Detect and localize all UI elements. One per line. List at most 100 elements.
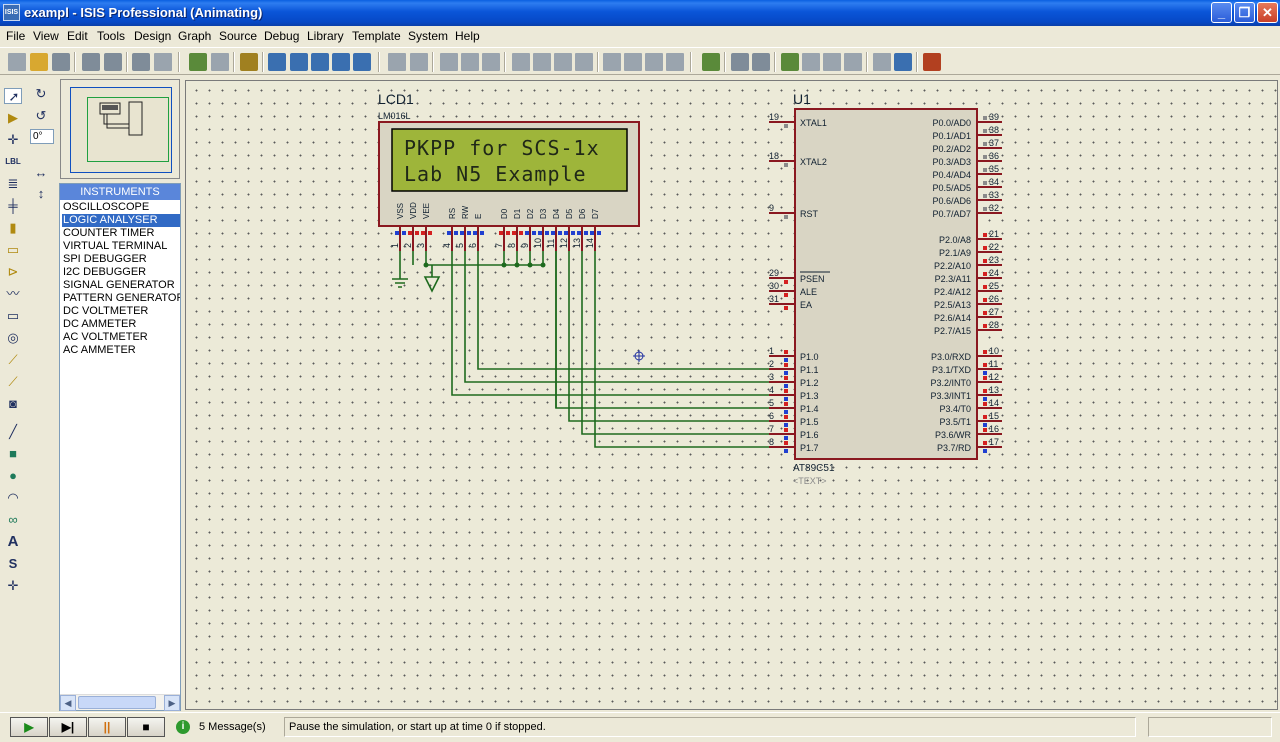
redo-icon[interactable] [410,53,428,71]
export-icon[interactable] [104,53,122,71]
messages-info-icon[interactable]: i [176,720,190,734]
cut-icon[interactable] [440,53,458,71]
rotate-clockwise-icon[interactable]: ↻ [35,86,47,101]
block-rotate-icon[interactable] [554,53,572,71]
mirror-horizontal-icon[interactable]: ↔ [34,165,48,180]
wire-label-icon[interactable]: LBL [5,157,21,166]
graph-mode-icon[interactable]: 〰 [6,286,20,301]
block-move-icon[interactable] [533,53,551,71]
tape-recorder-icon[interactable]: ▭ [6,308,20,323]
menu-file[interactable]: File [6,29,26,43]
pan-icon[interactable] [268,53,286,71]
scroll-thumb[interactable] [78,696,156,709]
wire-autorouter-icon[interactable] [702,53,720,71]
bill-of-materials-icon[interactable] [844,53,862,71]
instrument-item[interactable]: PATTERN GENERATOR [63,292,180,304]
menu-design[interactable]: Design [134,29,172,43]
play-button[interactable]: ▶ [10,717,48,737]
search-tag-icon[interactable] [731,53,749,71]
decompose-icon[interactable] [666,53,684,71]
voltage-probe-icon[interactable]: ⟋ [8,352,18,367]
zoom-all-icon[interactable] [332,53,350,71]
origin-icon[interactable] [240,53,258,71]
rotate-anticlockwise-icon[interactable]: ↺ [35,108,47,123]
block-copy-icon[interactable] [512,53,530,71]
overview-viewport[interactable] [87,97,169,162]
menu-view[interactable]: View [33,29,59,43]
selection-mode-icon[interactable]: ➚ [4,88,22,104]
make-device-icon[interactable] [624,53,642,71]
minimize-button[interactable]: _ [1211,2,1232,23]
overview-window[interactable] [60,79,180,179]
symbol-tool-icon[interactable]: S [8,556,18,571]
line-tool-icon[interactable]: ╱ [9,424,17,439]
redraw-icon[interactable] [189,53,207,71]
generator-icon[interactable]: ◎ [7,330,19,345]
instrument-item[interactable]: AC AMMETER [63,344,136,356]
packaging-icon[interactable] [645,53,663,71]
junction-dot-icon[interactable]: ✛ [7,132,19,147]
menu-debug[interactable]: Debug [264,29,300,43]
path-tool-icon[interactable]: ∞ [8,512,18,527]
stop-button[interactable]: ■ [127,717,165,737]
print-area-icon[interactable] [154,53,172,71]
remove-sheet-icon[interactable] [802,53,820,71]
netlist-icon[interactable] [873,53,891,71]
circle-tool-icon[interactable]: ● [9,468,17,483]
instrument-item[interactable]: SPI DEBUGGER [63,253,147,265]
marker-tool-icon[interactable]: ✛ [7,578,19,593]
instrument-item[interactable]: I2C DEBUGGER [63,266,147,278]
menu-system[interactable]: System [408,29,449,43]
text-tool-icon[interactable]: A [7,533,19,550]
paste-icon[interactable] [482,53,500,71]
instrument-item[interactable]: COUNTER TIMER [63,227,155,239]
menu-source[interactable]: Source [219,29,258,43]
block-delete-icon[interactable] [575,53,593,71]
grid-icon[interactable] [211,53,229,71]
instrument-item[interactable]: VIRTUAL TERMINAL [63,240,168,252]
instrument-item[interactable]: DC VOLTMETER [63,305,149,317]
box-tool-icon[interactable]: ■ [9,446,17,461]
mirror-vertical-icon[interactable]: ↕ [37,186,45,201]
maximize-button[interactable]: ❐ [1234,2,1255,23]
exit-to-parent-icon[interactable] [823,53,841,71]
subcircuit-icon[interactable]: ▮ [9,220,17,235]
property-assignment-icon[interactable] [752,53,770,71]
zoom-in-icon[interactable] [290,53,308,71]
current-probe-icon[interactable]: ⟋ [8,374,18,389]
print-icon[interactable] [132,53,150,71]
pick-device-icon[interactable] [603,53,621,71]
save-icon[interactable] [52,53,70,71]
instrument-item[interactable]: SIGNAL GENERATOR [63,279,175,291]
instrument-item[interactable]: OSCILLOSCOPE [63,201,150,213]
component-mode-icon[interactable]: ▶ [8,110,18,125]
scroll-left-icon[interactable]: ◀ [60,695,76,711]
virtual-instruments-icon[interactable]: ◙ [9,396,17,411]
menu-library[interactable]: Library [307,29,344,43]
open-folder-icon[interactable] [30,53,48,71]
zoom-out-icon[interactable] [311,53,329,71]
new-sheet-icon[interactable] [781,53,799,71]
scroll-right-icon[interactable]: ▶ [164,695,180,711]
menu-edit[interactable]: Edit [67,29,88,43]
instrument-item[interactable]: LOGIC ANALYSER [62,214,180,227]
menu-tools[interactable]: Tools [97,29,126,43]
zoom-area-icon[interactable] [353,53,371,71]
copy-icon[interactable] [461,53,479,71]
messages-count[interactable]: 5 Message(s) [199,721,266,733]
arc-tool-icon[interactable]: ◠ [7,490,19,505]
device-pins-icon[interactable]: ⊳ [7,264,19,279]
undo-icon[interactable] [388,53,406,71]
instruments-scrollbar[interactable]: ◀ ▶ [60,694,180,711]
electrical-rule-check-icon[interactable] [894,53,912,71]
menu-graph[interactable]: Graph [178,29,212,43]
pause-button[interactable]: || [88,717,126,737]
isis-app-icon[interactable]: ISIS [3,4,20,21]
instrument-item[interactable]: DC AMMETER [63,318,137,330]
import-icon[interactable] [82,53,100,71]
step-button[interactable]: ▶| [49,717,87,737]
terminals-icon[interactable]: ▭ [6,242,20,257]
menu-template[interactable]: Template [352,29,401,43]
close-button[interactable]: ✕ [1257,2,1278,23]
